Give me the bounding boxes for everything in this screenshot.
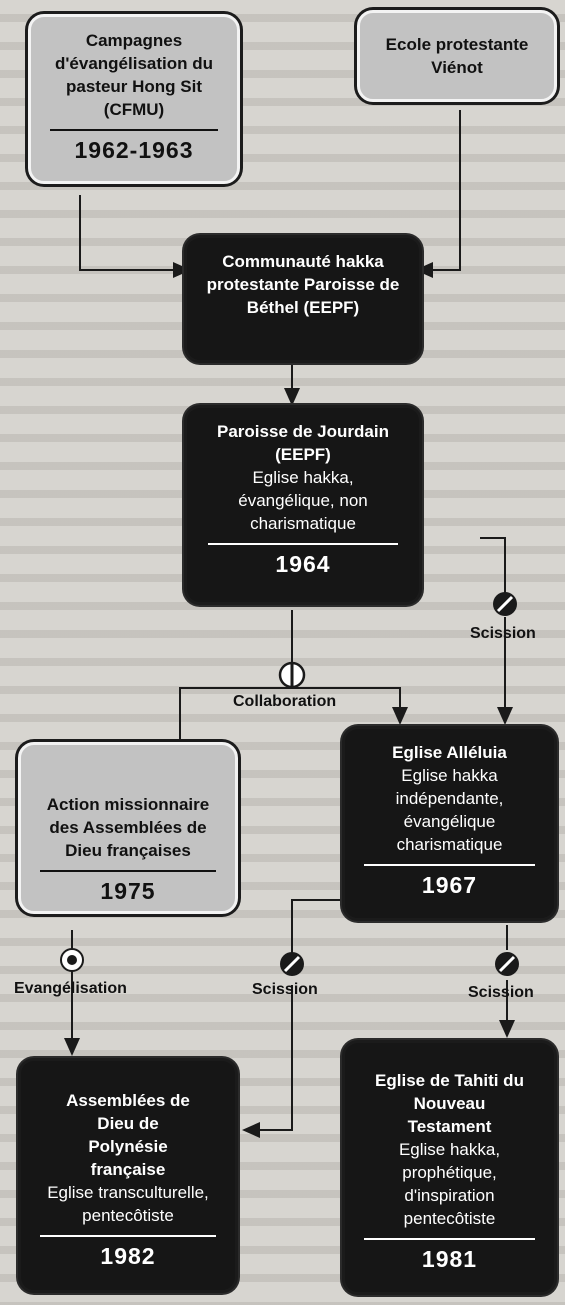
- box-vienot: Ecole protestante Viénot: [357, 10, 557, 102]
- box-vienot-title: Ecole protestante Viénot: [385, 35, 529, 77]
- line-jourdain-scission: [480, 537, 506, 602]
- box-adp-desc: Eglise transculturelle, pentecôtiste: [47, 1183, 209, 1225]
- box-alleluia: Eglise Alléluia Eglise hakka indépendant…: [342, 726, 557, 921]
- box-action-title: Action missionnaire des Assemblées de Di…: [46, 795, 210, 860]
- box-alleluia-desc: Eglise hakka indépendante, évangélique c…: [395, 766, 504, 854]
- label-scission-1: Scission: [470, 625, 536, 642]
- divider: [207, 543, 399, 545]
- divider: [40, 870, 216, 872]
- box-jourdain: Paroisse de Jourdain (EEPF) Eglise hakka…: [184, 405, 422, 605]
- box-tahiti-title: Eglise de Tahiti du Nouveau Testament: [375, 1071, 524, 1136]
- box-hakka: Communauté hakka protestante Paroisse de…: [184, 235, 422, 363]
- divider: [49, 129, 219, 131]
- scission-icon: [280, 952, 304, 976]
- line-collab-alleluia: [292, 687, 408, 725]
- box-jourdain-title: Paroisse de Jourdain (EEPF): [217, 422, 389, 464]
- box-alleluia-title: Eglise Alléluia: [392, 743, 507, 762]
- box-action: Action missionnaire des Assemblées de Di…: [18, 742, 238, 914]
- box-tahiti: Eglise de Tahiti du Nouveau Testament Eg…: [342, 1040, 557, 1295]
- box-jourdain-year: 1964: [275, 551, 331, 577]
- box-cfmu: Campagnes d'évangélisation du pasteur Ho…: [28, 14, 240, 184]
- line-scission-left-adp: [242, 985, 293, 1138]
- label-scission-2: Scission: [252, 981, 318, 998]
- collaboration-icon: [278, 661, 306, 689]
- scission-icon: [493, 592, 517, 616]
- line-cfmu-hakka: [79, 195, 191, 278]
- line-vienot-hakka: [415, 110, 461, 278]
- box-alleluia-year: 1967: [421, 872, 478, 898]
- box-adp: Assemblées de Dieu de Polynésie français…: [18, 1058, 238, 1293]
- box-adp-title: Assemblées de Dieu de Polynésie français…: [66, 1091, 190, 1179]
- box-action-year: 1975: [100, 878, 156, 904]
- divider: [363, 864, 536, 866]
- box-hakka-title: Communauté hakka protestante Paroisse de…: [206, 252, 400, 317]
- label-collaboration: Collaboration: [233, 693, 337, 710]
- box-tahiti-desc: Eglise hakka, prophétique, d'inspiration…: [398, 1140, 501, 1228]
- divider: [40, 1235, 216, 1237]
- box-cfmu-title: Campagnes d'évangélisation du pasteur Ho…: [54, 31, 213, 119]
- line-alleluia-scission-left: [291, 899, 340, 955]
- label-scission-3: Scission: [468, 984, 534, 1001]
- scission-icon: [495, 952, 519, 976]
- line-collab-action: [179, 687, 292, 740]
- divider: [363, 1238, 536, 1240]
- label-evangelisation: Evangélisation: [14, 980, 127, 997]
- box-adp-year: 1982: [100, 1243, 156, 1269]
- box-cfmu-year: 1962-1963: [74, 137, 194, 163]
- box-jourdain-desc: Eglise hakka, évangélique, non charismat…: [238, 468, 368, 533]
- box-tahiti-year: 1981: [421, 1246, 478, 1272]
- evangelisation-icon: [60, 948, 84, 972]
